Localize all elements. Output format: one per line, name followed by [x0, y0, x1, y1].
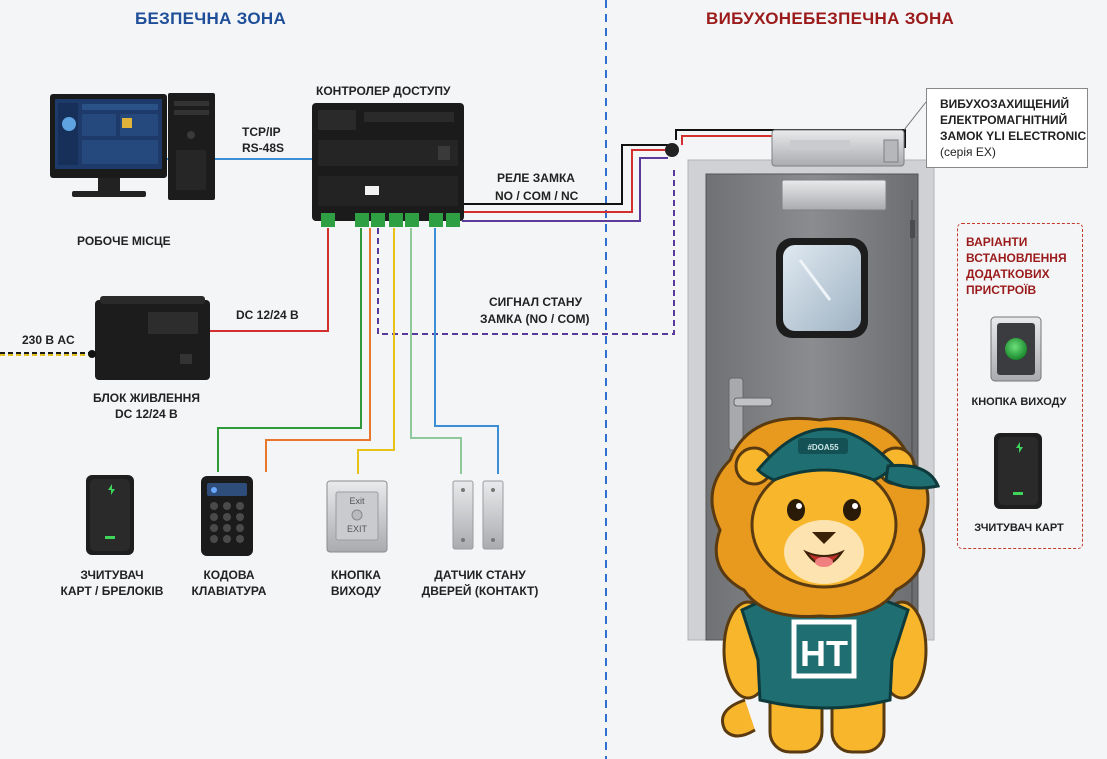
optional-devices-box — [957, 223, 1083, 549]
lock-description-box — [926, 88, 1088, 168]
optional-card-reader — [994, 433, 1042, 509]
tcpip-label: TCP/IP — [242, 125, 281, 139]
mascot-shirt-logo: HT — [800, 633, 848, 674]
psu-label-line1: БЛОК ЖИВЛЕННЯ — [93, 391, 200, 405]
lock-desc-line4: (серія EX) — [940, 145, 996, 159]
options-title-line2: ВСТАНОВЛЕННЯ — [966, 251, 1067, 265]
keypad-label-line1: КОДОВА — [203, 568, 255, 582]
ac-input-label: 230 В AC — [22, 333, 75, 347]
relay-wire-black — [462, 144, 668, 205]
rs48s-label: RS-48S — [242, 141, 285, 155]
dc-wire — [210, 228, 329, 332]
lock-relay-label-line2: NO / COM / NC — [495, 189, 579, 203]
options-title-line4: ПРИСТРОЇВ — [966, 283, 1037, 297]
exit-button-device: Exit EXIT — [326, 480, 388, 553]
reader-wire — [217, 228, 362, 472]
relay-wire-purple — [462, 157, 668, 222]
lock-note-pointer — [903, 101, 927, 131]
wires — [0, 129, 906, 474]
optional-exit-button-label: КНОПКА ВИХОДУ — [971, 396, 1067, 408]
dc-line-label: DC 12/24 В — [236, 308, 299, 322]
exit-plate-bottom-text: EXIT — [347, 524, 368, 534]
card-reader-device — [86, 475, 134, 555]
lock-desc-line2: ЕЛЕКТРОМАГНІТНИЙ — [940, 113, 1068, 127]
door-sensor-label-line1: ДАТЧИК СТАНУ — [434, 568, 526, 582]
options-title-line1: ВАРІАНТИ — [966, 235, 1028, 249]
psu-label-line2: DC 12/24 В — [115, 407, 178, 421]
workstation-computer — [50, 93, 215, 200]
options-title-line3: ДОДАТКОВИХ — [966, 267, 1050, 281]
safe-zone-title: БЕЗПЕЧНА ЗОНА — [135, 9, 287, 28]
keypad-device — [201, 476, 253, 556]
relay-wire-red — [462, 149, 668, 213]
lock-desc-line3: ЗАМОК YLI ELECTRONIC — [940, 129, 1087, 143]
exit-button-label-line2: ВИХОДУ — [330, 584, 382, 598]
magnetic-lock — [665, 129, 905, 211]
exit-button-label-line1: КНОПКА — [331, 568, 381, 582]
exit-plate-top-text: Exit — [349, 496, 365, 506]
door-sensor-device — [452, 480, 504, 550]
sensor-wire-blue — [434, 228, 499, 474]
card-reader-label-line2: КАРТ / БРЕЛОКІВ — [60, 584, 164, 598]
keypad-wire — [265, 228, 371, 472]
card-reader-label-line1: ЗЧИТУВАЧ — [80, 568, 144, 582]
optional-card-reader-label: ЗЧИТУВАЧ КАРТ — [974, 522, 1064, 534]
lock-signal-label-line1: СИГНАЛ СТАНУ — [489, 295, 583, 309]
exit-wire — [357, 228, 395, 474]
door-sensor-label-line2: ДВЕРЕЙ (КОНТАКТ) — [421, 584, 539, 598]
power-supply — [88, 296, 210, 380]
optional-exit-button — [990, 316, 1042, 382]
lock-desc-line1: ВИБУХОЗАХИЩЕНИЙ — [940, 97, 1070, 111]
lock-signal-label-line2: ЗАМКА (NO / COM) — [480, 312, 590, 326]
access-controller — [312, 103, 464, 227]
keypad-label-line2: КЛАВІАТУРА — [191, 584, 267, 598]
mascot-cap-text: #DOA55 — [807, 443, 839, 452]
lock-relay-label-line1: РЕЛЕ ЗАМКА — [497, 171, 575, 185]
danger-zone-title: ВИБУХОНЕБЕЗПЕЧНА ЗОНА — [706, 9, 955, 28]
lock-signal-wire — [377, 168, 675, 335]
lion-mascot: HT #DOA55 — [710, 416, 941, 754]
sensor-wire-green — [410, 228, 462, 474]
workstation-label: РОБОЧЕ МІСЦЕ — [77, 234, 171, 248]
controller-label: КОНТРОЛЕР ДОСТУПУ — [316, 84, 451, 98]
